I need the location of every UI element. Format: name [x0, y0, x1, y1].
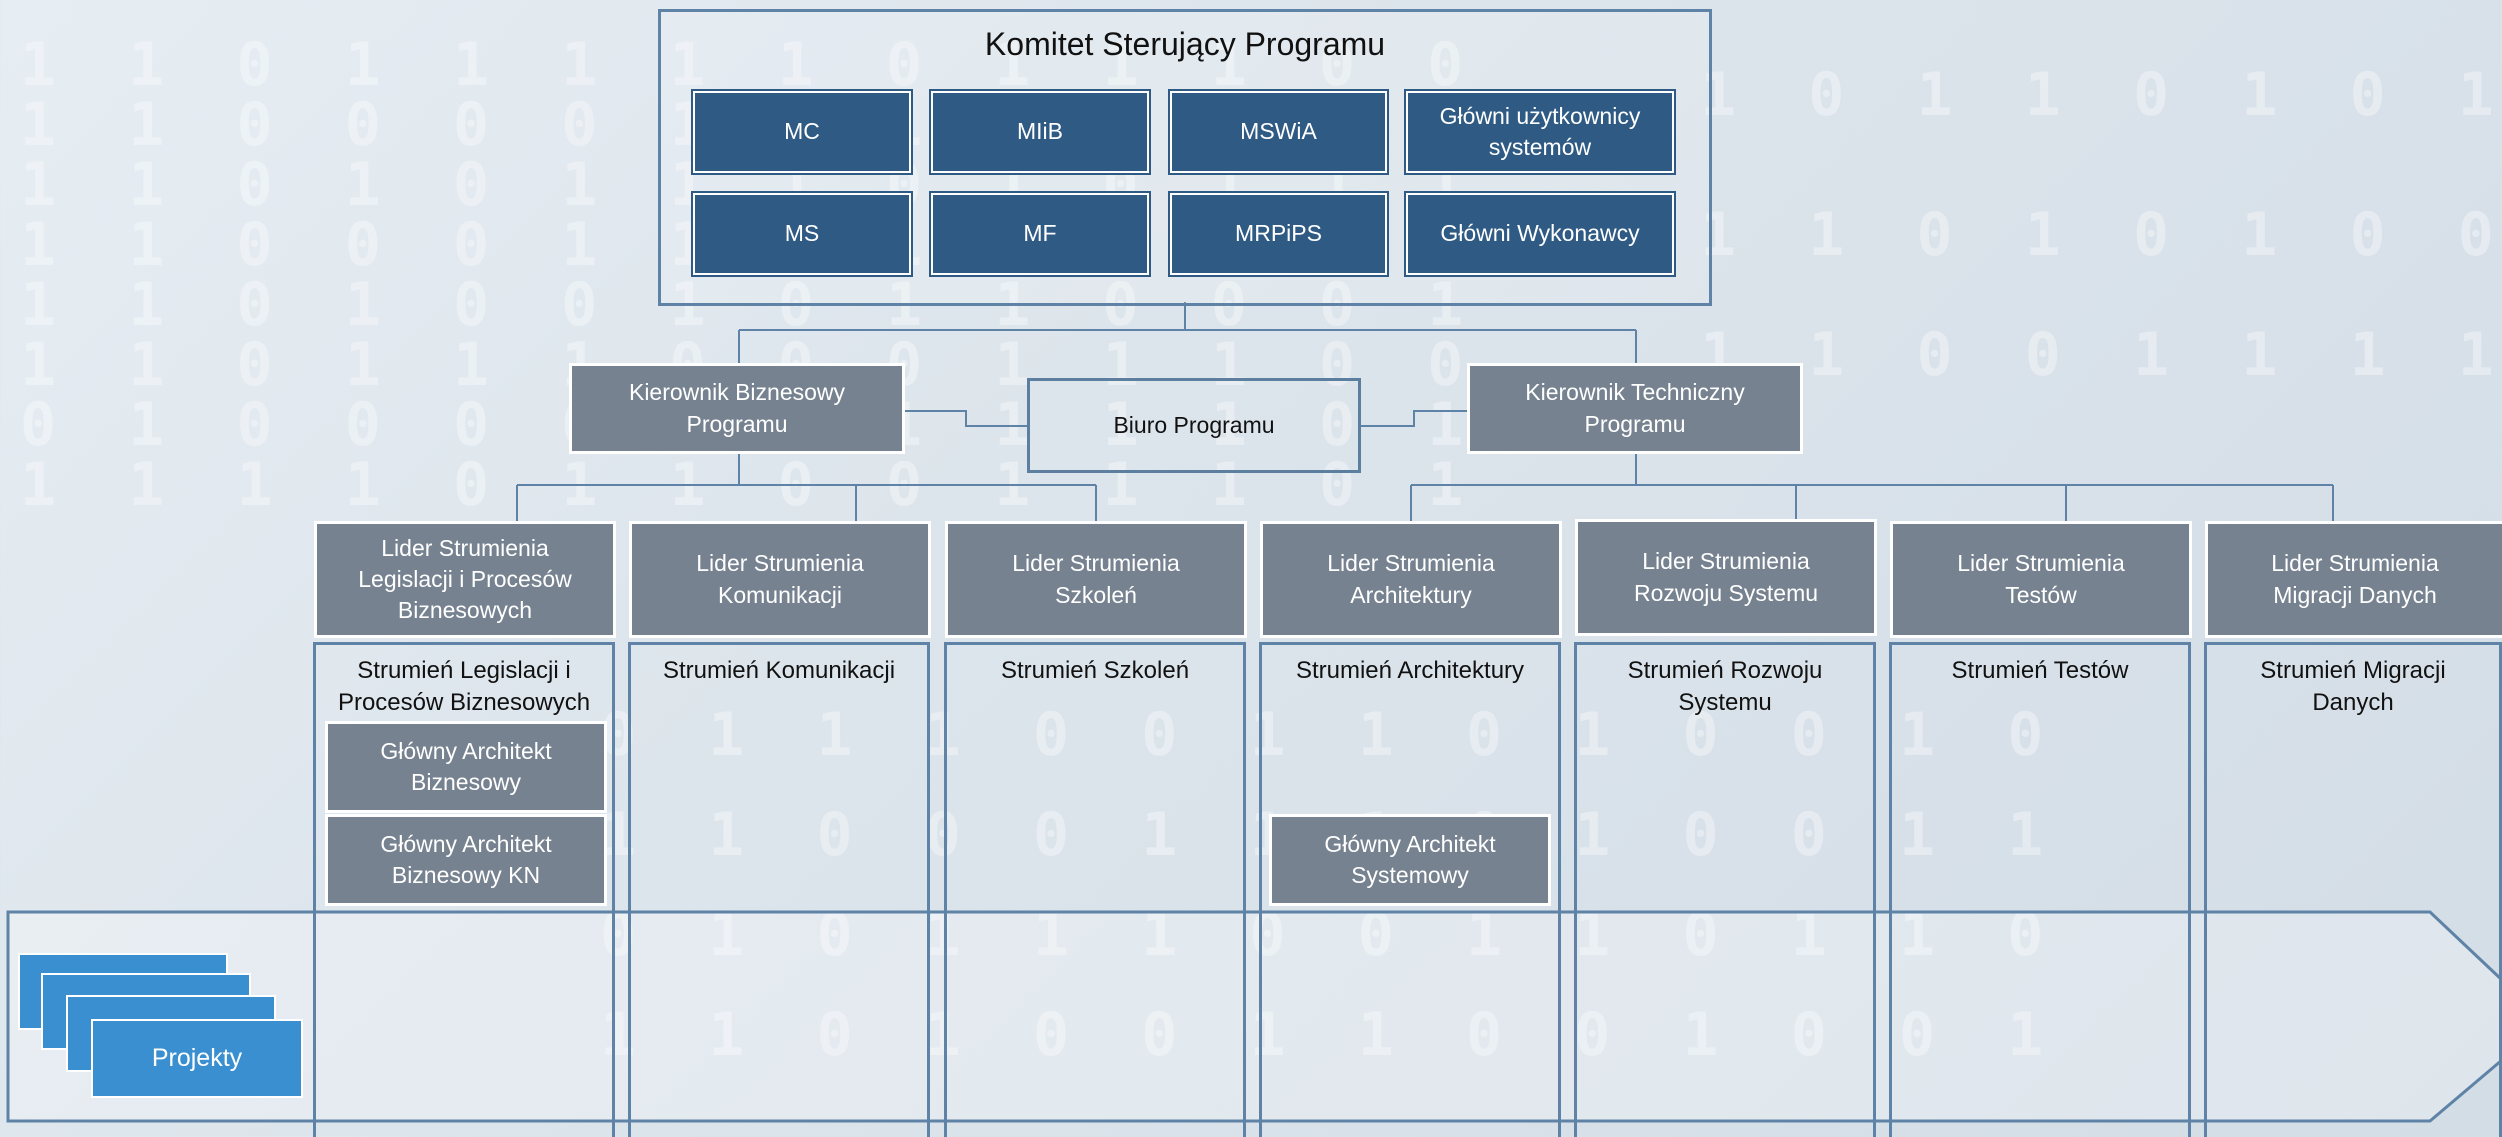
binary-watermark: 0 1 1 1 0 0 1 1 0 1 0 0 1 0 [600, 700, 2062, 770]
stream-data-migration: Strumień Migracji Danych [2204, 642, 2502, 1137]
leader-training: Lider Strumienia Szkoleń [945, 521, 1247, 638]
committee-member-contractors: Główni Wykonawcy [1404, 191, 1676, 277]
committee-title: Komitet Sterujący Programu [984, 26, 1386, 62]
committee-member-miib: MIiB [929, 89, 1151, 175]
business-manager-box: Kierownik Biznesowy Programu [569, 363, 905, 454]
business-architect-box: Główny Architekt Biznesowy [325, 721, 607, 813]
leader-testing: Lider Strumienia Testów [1890, 521, 2192, 638]
leader-data-migration: Lider Strumienia Migracji Danych [2205, 521, 2502, 638]
stream-training: Strumień Szkoleń [944, 642, 1246, 1137]
business-architect-kn-box: Główny Architekt Biznesowy KN [325, 814, 607, 906]
binary-watermark: 1 1 0 1 0 1 0 0 0 [1700, 200, 2502, 270]
projects-card: Projekty [91, 1019, 303, 1098]
stream-title: Strumień Legislacji i Procesów Biznesowy… [337, 657, 591, 717]
leader-legislation: Lider Strumienia Legislacji i Procesów B… [314, 521, 616, 638]
leader-architecture: Lider Strumienia Architektury [1260, 521, 1562, 638]
committee-member-mf: MF [929, 191, 1151, 277]
stream-communication: Strumień Komunikacji [628, 642, 930, 1137]
committee-member-mc: MC [691, 89, 913, 175]
technical-manager-box: Kierownik Techniczny Programu [1467, 363, 1803, 454]
committee-member-users: Główni użytkownicy systemów [1404, 89, 1676, 175]
stream-title: Strumień Migracji Danych [2260, 657, 2446, 717]
stream-title: Strumień Testów [1951, 657, 2129, 684]
stream-legislation: Strumień Legislacji i Procesów Biznesowy… [313, 642, 615, 1137]
binary-watermark: 1 1 0 0 1 1 1 1 0 [1700, 320, 2502, 390]
stream-title: Strumień Rozwoju Systemu [1627, 657, 1823, 717]
stream-testing: Strumień Testów [1889, 642, 2191, 1137]
committee-member-mrpips: MRPiPS [1168, 191, 1389, 277]
program-office-box: Biuro Programu [1027, 378, 1361, 473]
stream-title: Strumień Architektury [1295, 657, 1525, 684]
stream-architecture: Strumień Architektury [1259, 642, 1561, 1137]
committee-member-mswia: MSWiA [1168, 89, 1389, 175]
leader-communication: Lider Strumienia Komunikacji [629, 521, 931, 638]
projects-arrow [6, 910, 2502, 1123]
binary-watermark: 1 0 1 1 0 1 0 1 1 [1700, 60, 2502, 130]
leader-system-development: Lider Strumienia Rozwoju Systemu [1575, 519, 1877, 636]
binary-watermark: 1 1 0 1 1 1 1 1 0 1 1 1 0 0 [20, 30, 1482, 100]
binary-watermark: 1 1 0 1 0 0 1 1 0 0 1 0 0 1 [600, 1000, 2061, 1070]
stream-title: Strumień Szkoleń [1000, 657, 1190, 684]
committee-member-ms: MS [691, 191, 913, 277]
stream-title: Strumień Komunikacji [662, 657, 896, 684]
system-architect-box: Główny Architekt Systemowy [1269, 814, 1551, 906]
stream-system-development: Strumień Rozwoju Systemu [1574, 642, 1876, 1137]
